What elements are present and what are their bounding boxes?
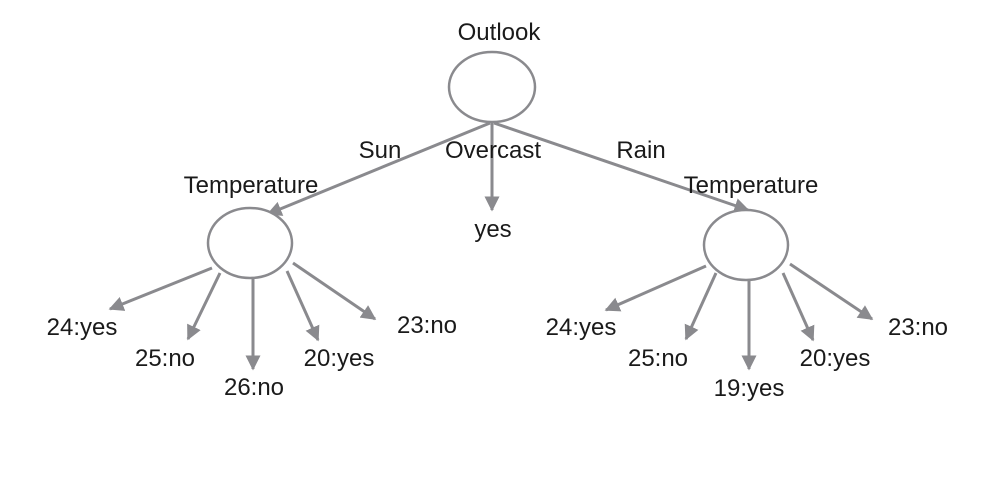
left-node-label: Temperature xyxy=(184,172,319,199)
right-leaf-4: 20:yes xyxy=(800,345,871,372)
left-temperature-node xyxy=(206,206,294,280)
right-leaf-5: 23:no xyxy=(888,314,948,341)
root-node xyxy=(447,50,537,124)
right-leaf-1: 24:yes xyxy=(546,314,617,341)
left-leaf-1: 24:yes xyxy=(47,314,118,341)
right-node-label: Temperature xyxy=(684,172,819,199)
left-leaf-5: 23:no xyxy=(397,312,457,339)
branch-label-overcast: Overcast xyxy=(445,137,541,164)
left-leaf-4: 20:yes xyxy=(304,345,375,372)
left-leaf-2: 25:no xyxy=(135,345,195,372)
right-leaf-3: 19:yes xyxy=(714,375,785,402)
leaf-overcast: yes xyxy=(474,216,511,243)
left-edge-5 xyxy=(292,261,377,321)
left-edge-2 xyxy=(186,272,222,341)
left-edge-4 xyxy=(285,270,320,342)
root-label: Outlook xyxy=(458,19,542,46)
branch-label-rain: Rain xyxy=(616,137,665,164)
right-edge-1 xyxy=(604,264,707,312)
left-leaf-3: 26:no xyxy=(224,374,284,401)
right-leaf-2: 25:no xyxy=(628,345,688,372)
branch-label-sun: Sun xyxy=(359,137,402,164)
left-edge-1 xyxy=(108,266,213,311)
right-edge-4 xyxy=(781,272,815,342)
right-edge-5 xyxy=(789,262,874,321)
edge-rain xyxy=(493,121,750,213)
edge-sun xyxy=(266,121,491,216)
right-temperature-node xyxy=(702,208,790,282)
right-edge-2 xyxy=(684,272,718,341)
